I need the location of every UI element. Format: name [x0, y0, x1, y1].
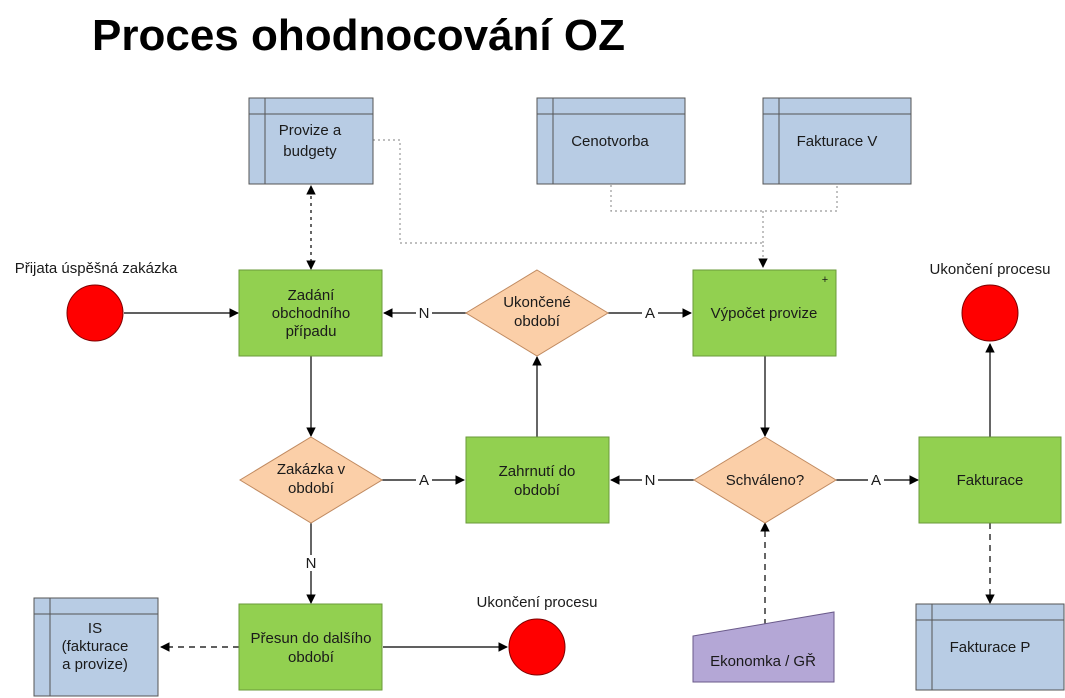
- activity-zahrnuti[interactable]: Zahrnutí do období: [465, 436, 610, 524]
- activity-fakturace-box: [918, 436, 1062, 524]
- activity-presun-line-1: Přesun do dalšího: [251, 630, 372, 647]
- end-event-top-circle: [961, 284, 1019, 342]
- data-store-provize[interactable]: Provize a budgety: [248, 97, 374, 185]
- decision-ukoncene-line-2: období: [514, 313, 561, 330]
- activity-presun-line-2: období: [288, 649, 335, 666]
- end-event-top-label: Ukončení procesu: [930, 261, 1051, 278]
- decision-ukoncene-diamond: [465, 269, 609, 357]
- data-store-cenotvorba[interactable]: Cenotvorba: [536, 97, 686, 185]
- assoc-provize-to-vypocet: [373, 139, 768, 268]
- start-event-label: Přijata úspěšná zakázka: [15, 260, 178, 277]
- data-store-is[interactable]: IS (fakturace a provize): [33, 597, 159, 697]
- data-store-is-line-1: IS: [88, 620, 102, 637]
- end-event-bottom-label: Ukončení procesu: [477, 594, 598, 611]
- edge-label-zakazka-no: N: [306, 555, 317, 572]
- decision-schvaleno[interactable]: Schváleno?: [693, 436, 837, 524]
- activity-presun[interactable]: Přesun do dalšího období: [238, 603, 383, 691]
- activity-zadani-line-2: obchodního: [272, 305, 350, 322]
- external-ekonomka-shape: [692, 611, 835, 683]
- edge-label-bg: [642, 472, 658, 488]
- end-event-top[interactable]: [961, 284, 1019, 342]
- data-store-fakturace-p-box: [915, 603, 1065, 691]
- activity-presun-box: [238, 603, 383, 691]
- activity-vypocet[interactable]: Výpočet provize +: [692, 269, 837, 357]
- data-store-is-line-2: (fakturace: [62, 638, 129, 655]
- activity-zadani-line-3: případu: [286, 323, 337, 340]
- data-store-fakturace-v[interactable]: Fakturace V: [762, 97, 912, 185]
- edge-label-bg: [416, 472, 432, 488]
- edge-label-ukoncene-no: N: [419, 305, 430, 322]
- activity-fakturace[interactable]: Fakturace: [918, 436, 1062, 524]
- activity-zadani-box: [238, 269, 383, 357]
- decision-schvaleno-diamond: [693, 436, 837, 524]
- activity-zadani[interactable]: Zadání obchodního případu: [238, 269, 383, 357]
- edge-labels: N A A N N A: [303, 305, 884, 572]
- edge-label-bg: [416, 305, 432, 321]
- external-ekonomka-line-1: Ekonomka / GŘ: [710, 653, 816, 670]
- decision-zakazka-line-1: Zakázka v: [277, 461, 346, 478]
- activity-fakturace-line-1: Fakturace: [957, 472, 1024, 489]
- data-store-fakturace-v-line-1: Fakturace V: [797, 133, 878, 150]
- decision-ukoncene[interactable]: Ukončené období: [465, 269, 609, 357]
- edge-label-bg: [303, 555, 319, 571]
- decision-zakazka-diamond: [239, 436, 383, 524]
- decision-zakazka[interactable]: Zakázka v období: [239, 436, 383, 524]
- data-store-provize-box: [248, 97, 374, 185]
- page-title: Proces ohodnocování OZ: [92, 11, 625, 60]
- data-store-provize-line-2: budgety: [283, 143, 337, 160]
- assoc-cenotvorba-fakturace-v: [610, 185, 838, 212]
- activity-zahrnuti-line-2: období: [514, 482, 561, 499]
- external-ekonomka[interactable]: Ekonomka / GŘ: [692, 611, 835, 683]
- data-store-cenotvorba-box: [536, 97, 686, 185]
- edge-label-bg: [642, 305, 658, 321]
- data-store-provize-line-1: Provize a: [279, 122, 342, 139]
- activity-vypocet-marker: +: [822, 274, 828, 286]
- edge-label-schvaleno-yes: A: [871, 472, 881, 489]
- data-store-is-line-3: a provize): [62, 656, 128, 673]
- activity-zahrnuti-line-1: Zahrnutí do: [499, 463, 576, 480]
- decision-zakazka-line-2: období: [288, 480, 335, 497]
- start-event-circle: [66, 284, 124, 342]
- edge-label-bg: [868, 472, 884, 488]
- decision-ukoncene-line-1: Ukončené: [503, 294, 571, 311]
- data-store-fakturace-p[interactable]: Fakturace P: [915, 603, 1065, 691]
- edge-label-schvaleno-no: N: [645, 472, 656, 489]
- start-event[interactable]: [66, 284, 124, 342]
- decision-schvaleno-line-1: Schváleno?: [726, 472, 804, 489]
- data-store-fakturace-v-box: [762, 97, 912, 185]
- end-event-bottom[interactable]: [508, 618, 566, 676]
- data-store-fakturace-p-line-1: Fakturace P: [950, 639, 1031, 656]
- edge-label-ukoncene-yes: A: [645, 305, 655, 322]
- activity-vypocet-box: [692, 269, 837, 357]
- activity-zadani-line-1: Zadání: [288, 287, 336, 304]
- data-store-cenotvorba-line-1: Cenotvorba: [571, 133, 649, 150]
- edge-label-zakazka-yes: A: [419, 472, 429, 489]
- activity-zahrnuti-box: [465, 436, 610, 524]
- connectors: [124, 139, 995, 652]
- end-event-bottom-circle: [508, 618, 566, 676]
- activity-vypocet-line-1: Výpočet provize: [711, 305, 818, 322]
